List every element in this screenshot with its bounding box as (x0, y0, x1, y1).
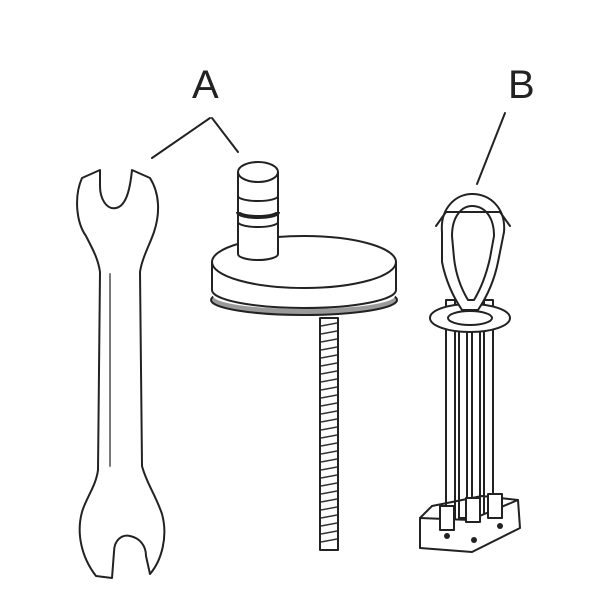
hinge-bolt-icon (210, 161, 398, 551)
wrench-icon (76, 169, 166, 579)
label-b: B (508, 63, 535, 107)
leader-lines-a (151, 117, 239, 159)
label-a: A (192, 63, 219, 107)
leader-line-b (476, 112, 506, 185)
hinge-bracket-icon (419, 193, 521, 553)
